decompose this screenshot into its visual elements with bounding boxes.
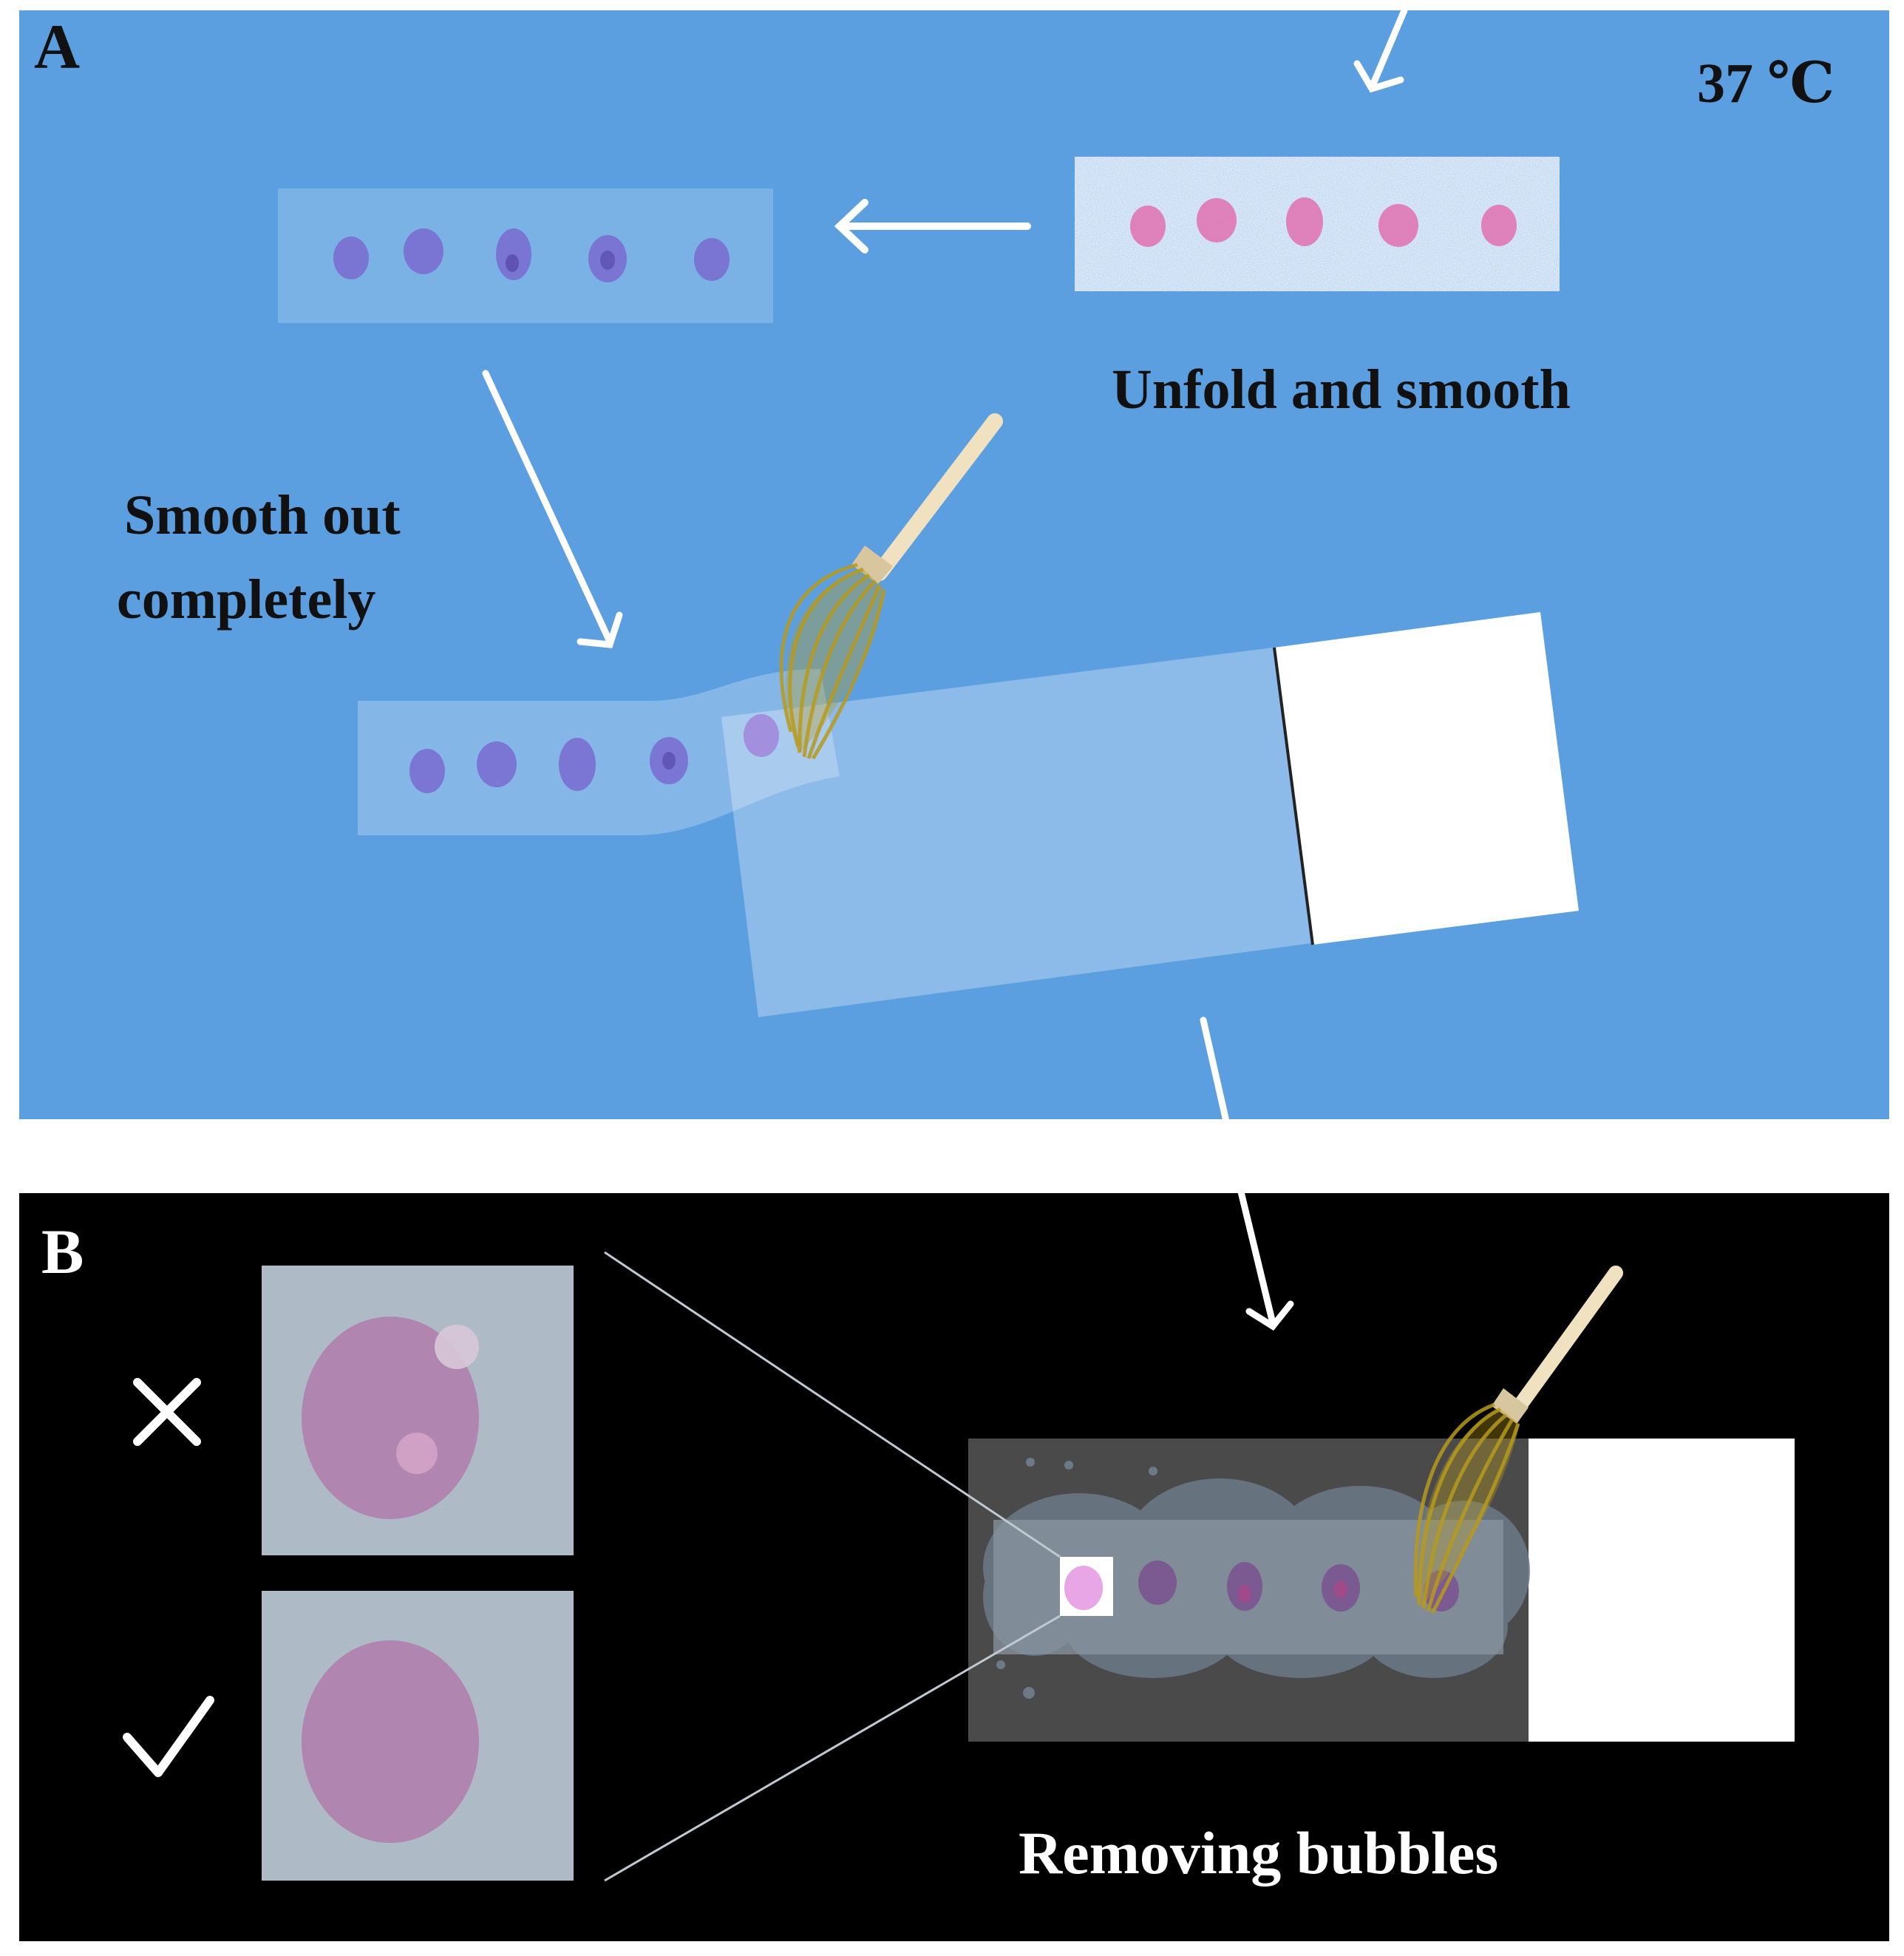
arrow-icon	[834, 199, 1031, 254]
tissue-pink-1	[1130, 206, 1166, 247]
panel-b-letter: B	[41, 1216, 84, 1287]
zoom-line-top	[604, 1251, 1061, 1558]
tissue-purple-3	[559, 738, 596, 791]
brush-icon	[779, 413, 1003, 760]
tissue-pink-5	[1481, 205, 1517, 246]
check-icon	[123, 1696, 214, 1777]
tissue-purple-5	[694, 238, 730, 281]
tissue-purple-5	[744, 714, 779, 757]
slide-label-area	[1274, 612, 1579, 945]
wrinkled-section	[1075, 157, 1560, 291]
arrow-icon	[1235, 1179, 1294, 1331]
smooth-out-label-line1: Smooth out	[124, 484, 401, 546]
glass-slide	[721, 612, 1579, 1017]
section-on-slide	[358, 669, 840, 835]
tissue-purple-2	[477, 741, 517, 787]
floating-section	[278, 189, 773, 323]
tissue-purple-1	[333, 237, 369, 279]
tissue-purple-3	[496, 228, 531, 280]
arrow-icon	[482, 370, 623, 648]
removing-bubbles-label: Removing bubbles	[1019, 1819, 1498, 1887]
arrow-icon	[1353, 7, 1408, 93]
zoom-line-bottom	[604, 1614, 1061, 1882]
cross-icon	[133, 1378, 201, 1446]
slide-label-area	[1529, 1439, 1795, 1742]
panel-a-letter: A	[34, 11, 80, 82]
tissue-pink-3	[1286, 197, 1323, 246]
tissue-purple-2	[1138, 1561, 1177, 1605]
tissue-pink-2	[1197, 198, 1237, 242]
zoom-box-right	[262, 1591, 574, 1881]
unfold-smooth-label: Unfold and smooth	[1112, 359, 1571, 421]
tissue-purple-2	[404, 228, 443, 274]
brush-icon	[1413, 1266, 1623, 1614]
smooth-out-label-line2: completely	[117, 568, 375, 631]
tissue-purple-1	[409, 749, 445, 793]
slide-with-bubbles	[968, 1439, 1795, 1742]
zoom-box-wrong	[262, 1266, 574, 1555]
tissue-pink-4	[1378, 204, 1418, 247]
temperature-label: 37 ℃	[1697, 52, 1835, 115]
panel-a-background	[19, 10, 1889, 1119]
